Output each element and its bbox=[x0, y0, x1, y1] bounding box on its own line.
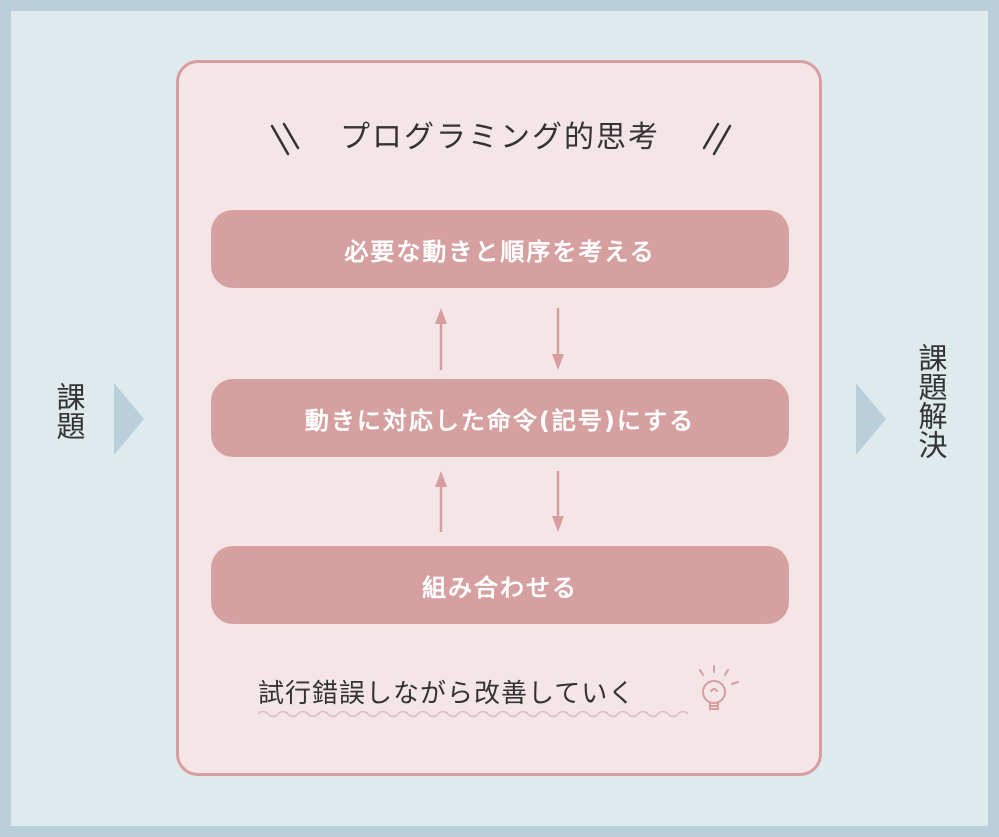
emphasis-lines-right-icon bbox=[702, 122, 732, 156]
chevron-right-icon bbox=[856, 383, 886, 455]
chevron-right-icon bbox=[114, 383, 144, 455]
left-label: 課題 bbox=[52, 382, 86, 440]
right-label: 課題解決 bbox=[914, 343, 948, 459]
wavy-underline bbox=[258, 710, 689, 718]
emphasis-lines-left-icon bbox=[270, 122, 300, 156]
step-1-box: 必要な動きと順序を考える bbox=[211, 210, 789, 288]
step-3-box: 組み合わせる bbox=[211, 546, 789, 624]
step-2-box: 動きに対応した命令(記号)にする bbox=[211, 379, 789, 457]
panel-title: プログラミング的思考 bbox=[340, 120, 660, 155]
footer-text: 試行錯誤しながら改善していく bbox=[258, 679, 636, 709]
lightbulb-icon bbox=[699, 665, 739, 710]
